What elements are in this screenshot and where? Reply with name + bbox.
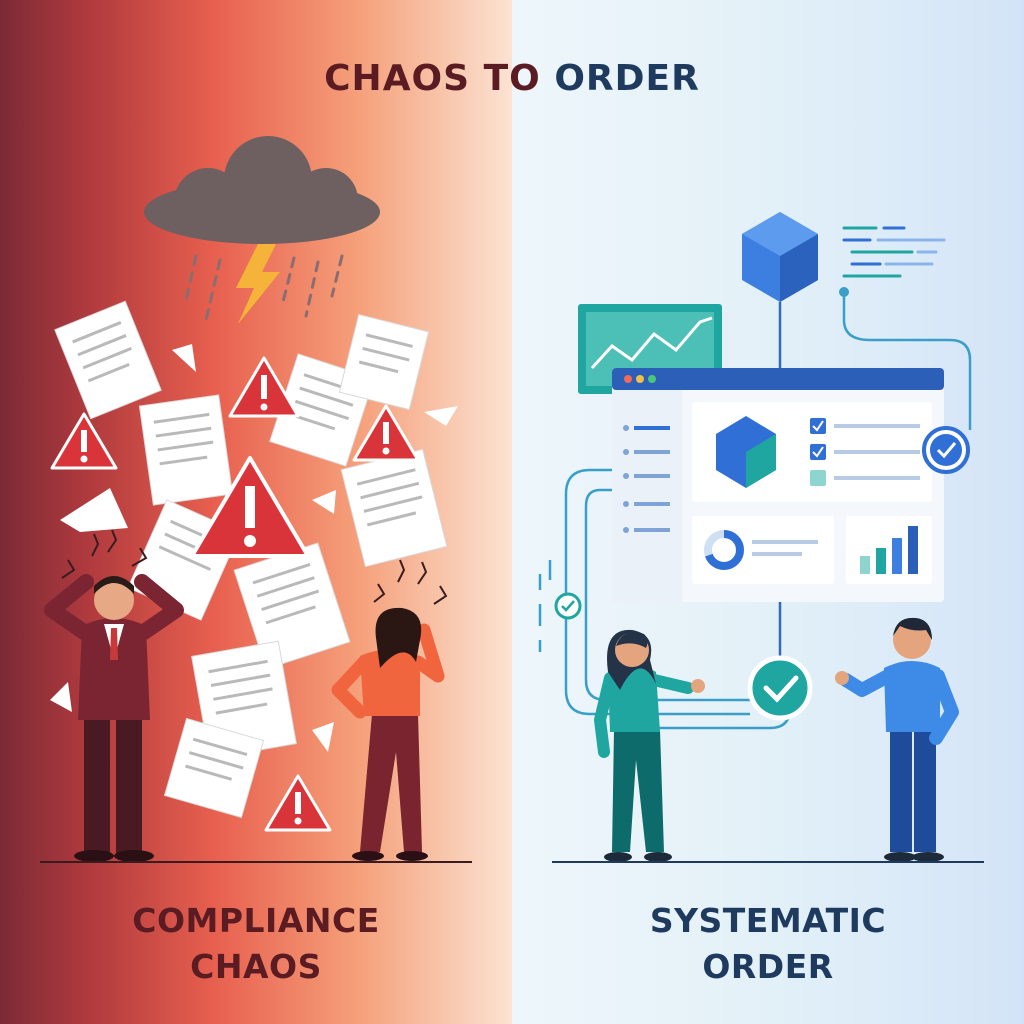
checkmark-icon xyxy=(554,426,970,721)
left-caption-line1: COMPLIANCE xyxy=(132,901,380,940)
presenter-man-figure xyxy=(835,617,959,862)
presenter-woman-figure xyxy=(593,629,705,862)
compliance-chaos-caption: COMPLIANCE CHAOS xyxy=(0,898,512,990)
right-caption-line2: ORDER xyxy=(702,947,834,986)
title-part-chaos: CHAOS TO xyxy=(324,58,541,99)
storm-cloud-icon xyxy=(144,136,380,244)
warning-icon xyxy=(50,356,420,832)
page-title: CHAOS TO ORDER xyxy=(0,58,1024,99)
left-caption-line2: CHAOS xyxy=(190,947,322,986)
code-lines-icon xyxy=(842,226,946,278)
dashboard-icon xyxy=(612,368,944,602)
checklist-icon xyxy=(810,418,920,486)
dash-marks xyxy=(538,560,552,652)
systematic-order-caption: SYSTEMATIC ORDER xyxy=(512,898,1024,990)
right-caption-line1: SYSTEMATIC xyxy=(649,901,887,940)
stressed-woman-figure xyxy=(331,559,448,861)
rain-icon xyxy=(184,254,344,322)
stressed-man-figure xyxy=(44,529,184,862)
chart-icon xyxy=(846,516,932,584)
cube-icon xyxy=(742,212,818,302)
document-icon xyxy=(50,300,458,819)
lightning-icon xyxy=(236,244,280,324)
title-part-order: ORDER xyxy=(554,58,700,99)
